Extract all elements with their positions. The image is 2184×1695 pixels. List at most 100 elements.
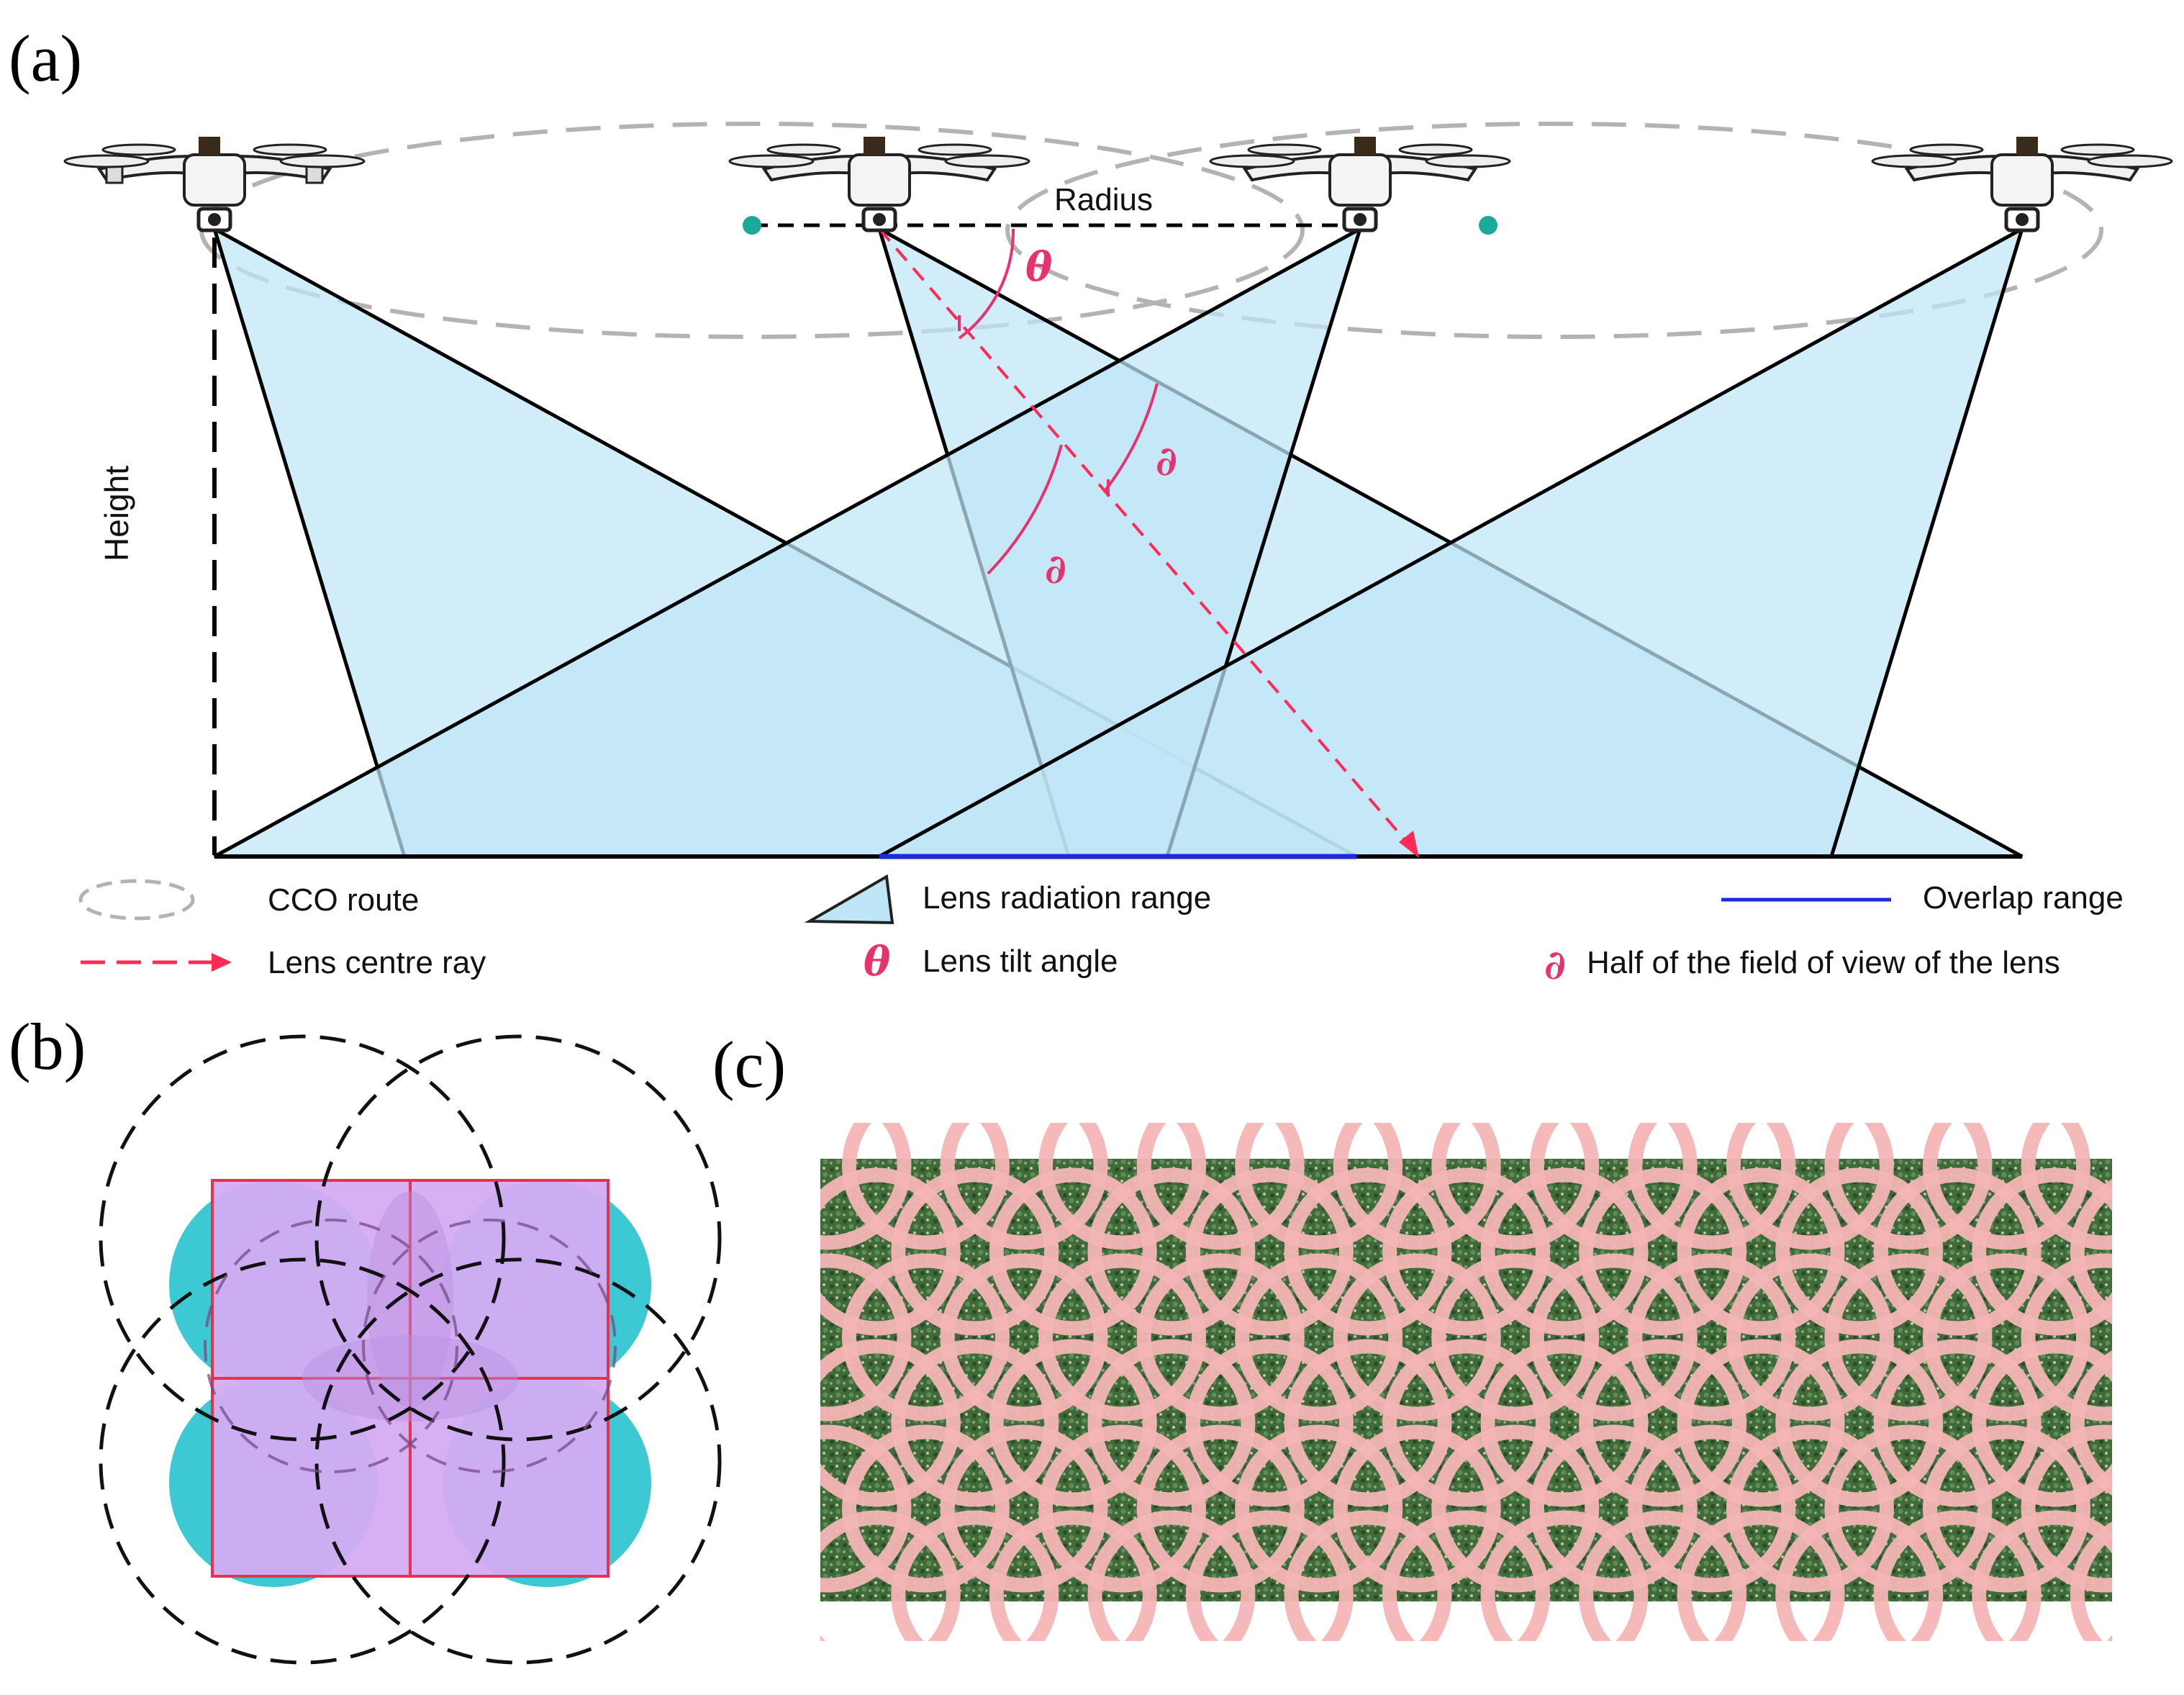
legend-lens-radiation-icon	[804, 874, 894, 925]
flight-trace-circle	[820, 1424, 912, 1593]
flight-trace-circle	[1972, 1167, 2112, 1336]
cco-route-ellipse-left	[199, 122, 1305, 339]
radius-endpoint-left	[743, 216, 761, 235]
flight-trace-circle	[1726, 1123, 1894, 1250]
flight-trace-circle	[1480, 1167, 1649, 1336]
flight-trace-circle	[1333, 1253, 1501, 1421]
drone-4	[1871, 137, 2173, 232]
flight-trace-circle	[1677, 1167, 1845, 1336]
flight-trace-circle	[891, 1510, 1059, 1641]
legend: CCO route Lens centre ray Lens radiation…	[78, 874, 2124, 989]
flight-trace-circle	[891, 1167, 1059, 1336]
flight-trace-circle	[1873, 1510, 2042, 1641]
flight-trace-circle	[1087, 1510, 1256, 1641]
flight-trace-circle	[1775, 1510, 1944, 1641]
flight-trace-circle	[1873, 1339, 2042, 1507]
drones	[63, 137, 2173, 232]
legend-lens-tilt-angle-label: Lens tilt angle	[923, 944, 1118, 979]
lens-radiation-cones	[211, 225, 2026, 859]
flight-trace-circle	[1873, 1167, 2042, 1336]
flight-trace-circle	[820, 1167, 961, 1336]
flight-trace-circle	[1726, 1424, 1894, 1593]
flight-trace-circle	[1235, 1123, 1403, 1250]
flight-trace-circle	[1677, 1339, 1845, 1507]
flight-trace-circle	[1431, 1123, 1600, 1250]
flight-trace-circle	[989, 1510, 1157, 1641]
flight-trace-circle	[820, 1510, 961, 1641]
flight-trace-circle	[2070, 1179, 2112, 1324]
image-square-br	[409, 1377, 610, 1578]
drone-3	[1209, 137, 1511, 232]
flight-trace-circle	[2070, 1350, 2112, 1496]
flight-trace-circle	[1284, 1167, 1452, 1336]
theta-symbol: θ	[1025, 243, 1053, 291]
flight-trace-circle	[1579, 1167, 1747, 1336]
inner-arc-1	[204, 1219, 458, 1473]
flight-trace-circle	[891, 1339, 1059, 1507]
image-square-tr	[409, 1179, 610, 1380]
flight-trace-circle	[1480, 1339, 1649, 1507]
flight-circle-bl	[99, 1257, 506, 1665]
half-fov-symbol-right: ∂	[1156, 438, 1177, 485]
flight-trace-circle	[1087, 1167, 1256, 1336]
image-square-tl	[211, 1179, 412, 1380]
flight-trace-circle	[1972, 1339, 2112, 1507]
flight-trace-circle	[940, 1253, 1108, 1421]
flight-trace-circle	[1284, 1510, 1452, 1641]
panel-b-label: (b)	[9, 1010, 86, 1083]
flight-trace-circle	[1824, 1123, 1993, 1250]
legend-overlap-range-label: Overlap range	[1923, 880, 2124, 916]
flight-trace-circle	[1775, 1167, 1944, 1336]
flight-trace-circle	[1136, 1424, 1305, 1593]
half-fov-arc-right	[1102, 383, 1159, 494]
flight-trace-circle	[2021, 1424, 2112, 1593]
half-fov-symbol-left: ∂	[1045, 546, 1066, 593]
flight-trace-circle	[1972, 1510, 2112, 1641]
legend-lens-centre-ray-label: Lens centre ray	[268, 945, 486, 980]
flight-trace-circle	[842, 1123, 1010, 1250]
flight-trace-circle	[1382, 1339, 1550, 1507]
drone-2	[728, 137, 1030, 232]
height-label: Height	[98, 466, 135, 561]
flight-trace-circle	[1382, 1510, 1550, 1641]
flight-trace-circle	[1185, 1167, 1354, 1336]
flight-trace-circle	[940, 1424, 1108, 1593]
theta-arc	[958, 228, 1015, 340]
panel-c-label: (c)	[712, 1028, 786, 1101]
flight-trace-circle	[1628, 1123, 1796, 1250]
drone-1	[63, 137, 366, 232]
flight-trace-circle	[1333, 1123, 1501, 1250]
radius-endpoint-right	[1479, 216, 1497, 235]
flight-trace-circle	[1333, 1424, 1501, 1593]
flight-trace-circle	[1185, 1510, 1354, 1641]
legend-theta-icon: θ	[864, 938, 891, 985]
overlap-ellipse-vertical	[367, 1191, 453, 1407]
flight-trace-circle	[1628, 1424, 1796, 1593]
diagram-c	[820, 1123, 2112, 1641]
cco-route-ellipse-right	[1005, 122, 2103, 339]
flight-trace-circle	[1726, 1253, 1894, 1421]
flight-trace-circle	[1923, 1424, 2090, 1593]
legend-half-fov-label: Half of the field of view of the lens	[1587, 945, 2060, 980]
flight-trace-circle	[1775, 1339, 1944, 1507]
legend-cco-route-label: CCO route	[268, 882, 419, 918]
flight-trace-circle	[1824, 1424, 1993, 1593]
flight-trace-circle	[1824, 1253, 1993, 1421]
flight-trace-circle	[1038, 1424, 1207, 1593]
flight-trace-circle	[1923, 1253, 2090, 1421]
flight-trace-circle	[1185, 1339, 1354, 1507]
flight-circle-tr	[314, 1034, 722, 1442]
inner-arc-2	[362, 1219, 617, 1473]
flight-trace-circle	[1529, 1253, 1698, 1421]
flight-trace-circle	[1235, 1253, 1403, 1421]
flight-traces	[820, 1123, 2112, 1641]
flight-trace-circle	[989, 1339, 1157, 1507]
diagram-b	[99, 1034, 722, 1665]
panel-a-label: (a)	[9, 22, 82, 95]
flight-trace-circle	[2070, 1522, 2112, 1641]
flight-trace-circle	[842, 1424, 1010, 1593]
flight-trace-circle	[1284, 1339, 1452, 1507]
flight-trace-circle	[1431, 1424, 1600, 1593]
flight-trace-circle	[820, 1339, 961, 1507]
